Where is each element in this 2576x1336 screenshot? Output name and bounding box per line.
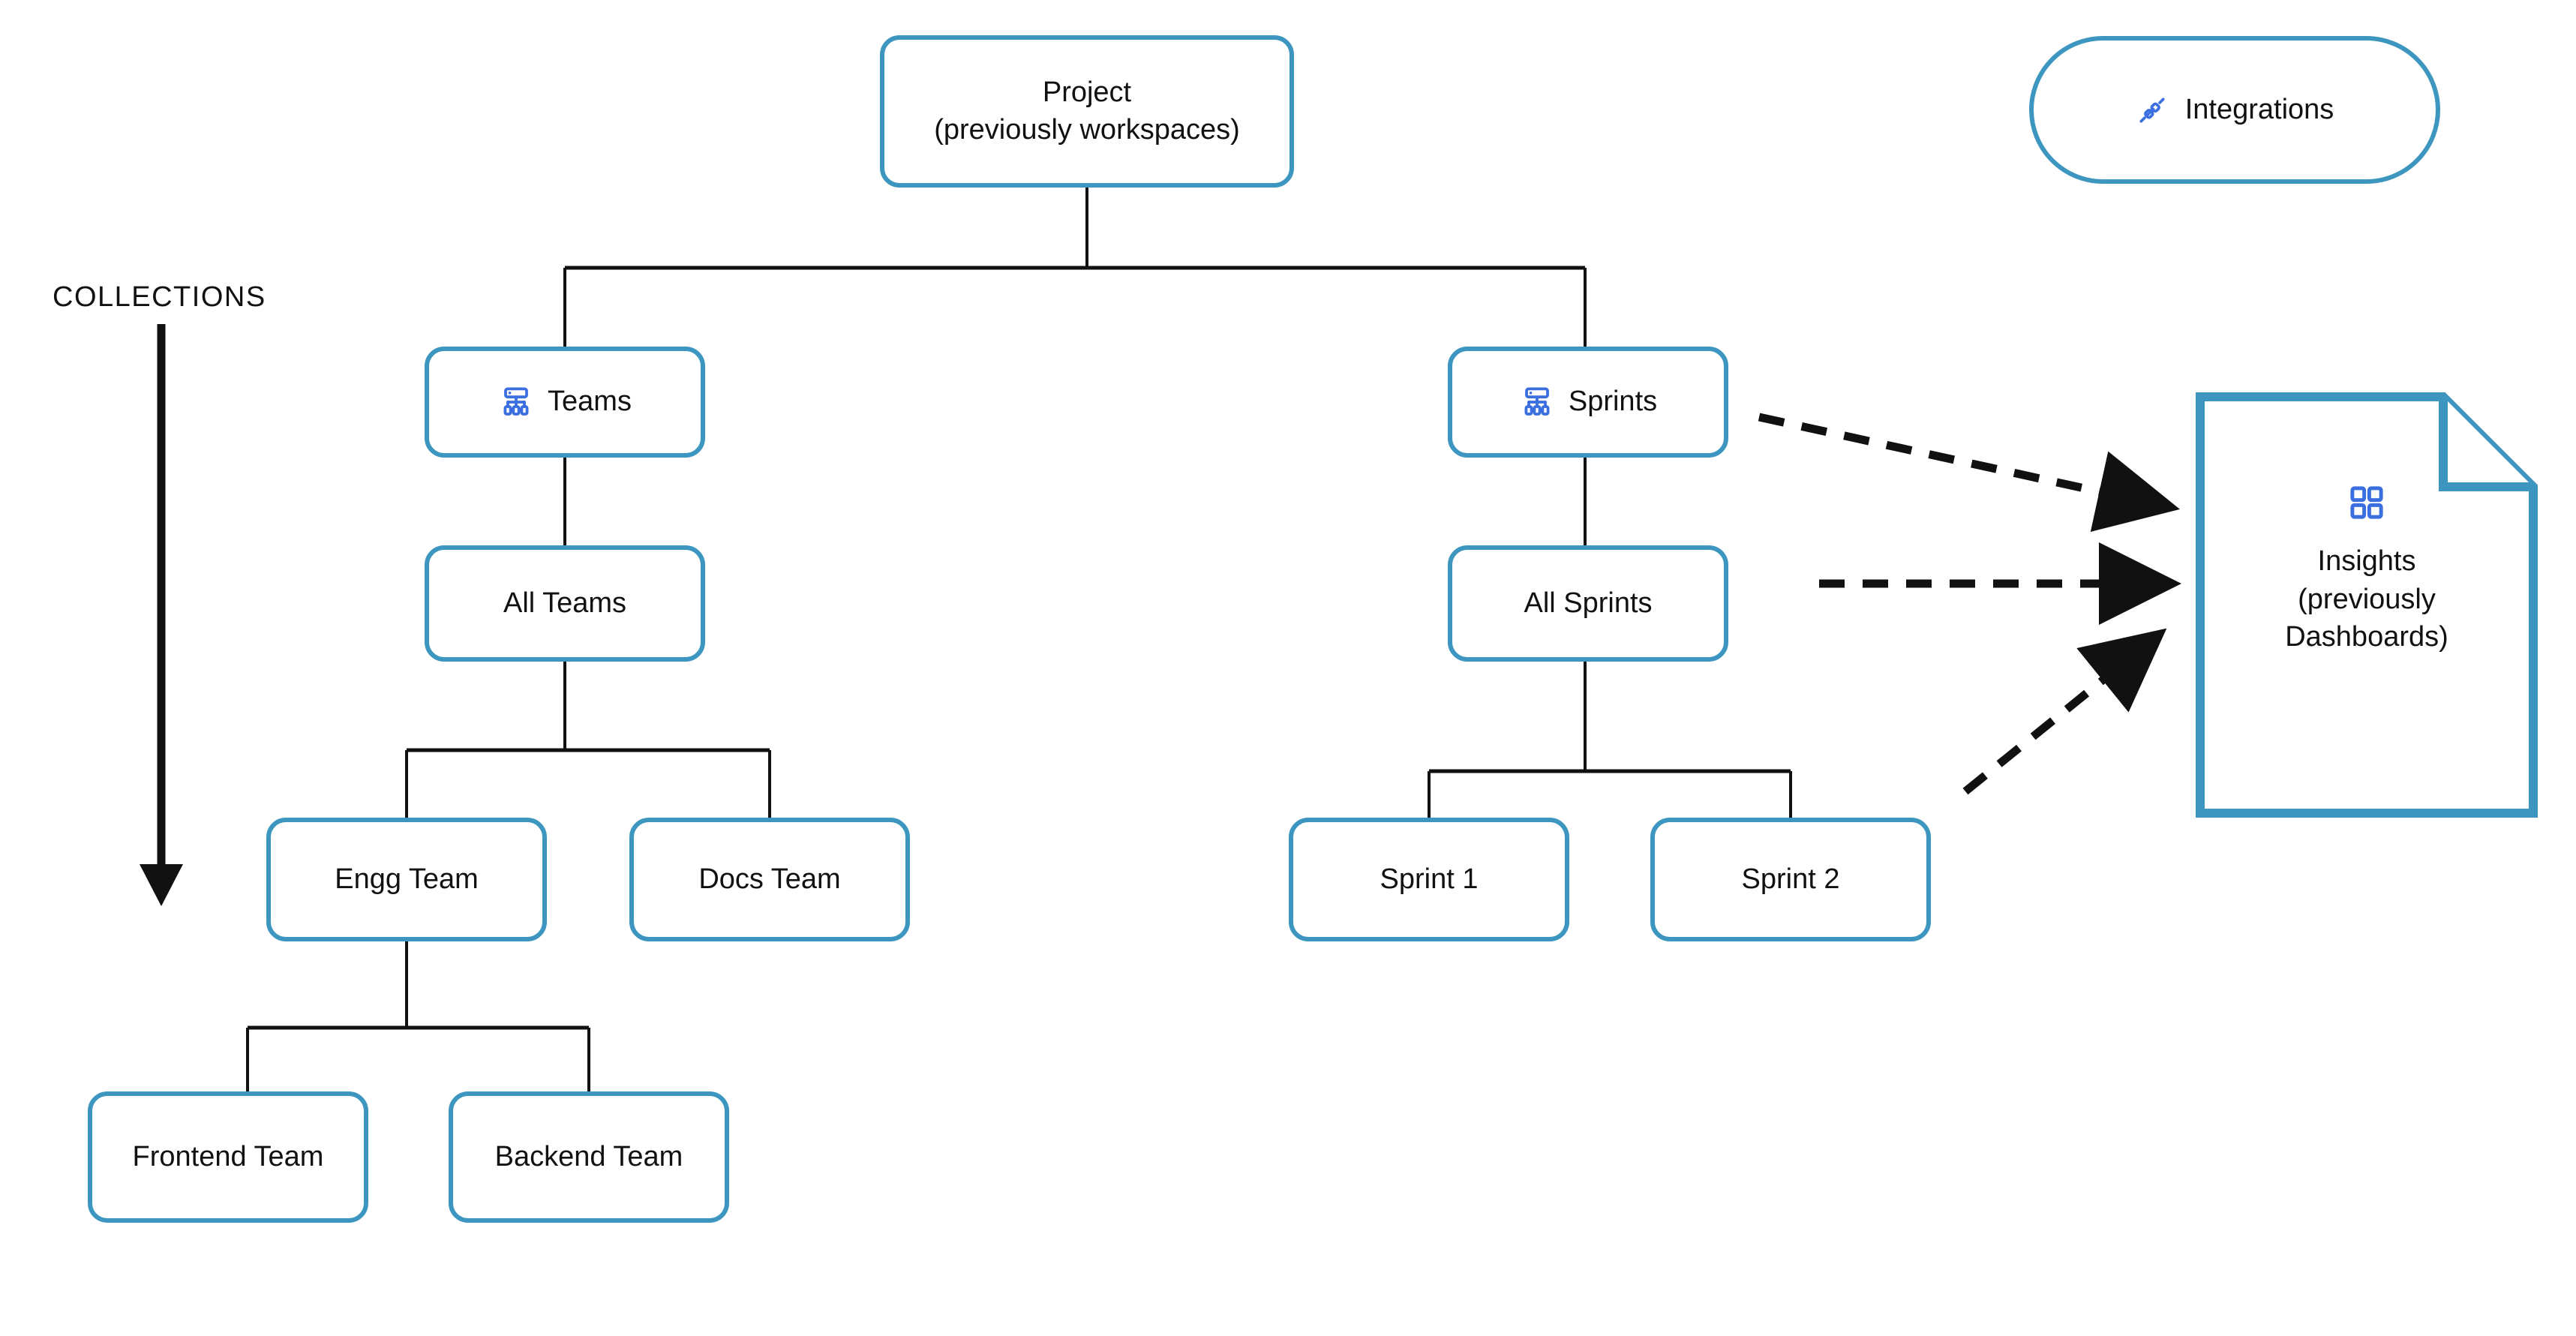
node-engg-team-label: Engg Team (335, 863, 479, 895)
hierarchy-icon (1519, 384, 1555, 420)
hierarchy-icon (498, 384, 534, 420)
node-all-teams[interactable]: All Teams (425, 545, 705, 662)
integrations-pill[interactable]: Integrations (2029, 36, 2440, 184)
node-all-teams-label: All Teams (503, 587, 627, 619)
node-sprints[interactable]: Sprints (1448, 347, 1728, 458)
node-sprint-1[interactable]: Sprint 1 (1289, 818, 1569, 941)
node-sprint-2[interactable]: Sprint 2 (1650, 818, 1931, 941)
node-backend-team-label: Backend Team (494, 1140, 683, 1172)
integrations-label: Integrations (2184, 94, 2334, 125)
node-teams[interactable]: Teams (425, 347, 705, 458)
node-docs-team-label: Docs Team (698, 863, 841, 895)
node-insights-label: Insights (previously Dashboards) (2285, 545, 2448, 653)
node-engg-team[interactable]: Engg Team (266, 818, 547, 941)
node-project-label: Project (previously workspaces) (934, 77, 1240, 146)
node-teams-label: Teams (548, 386, 632, 418)
node-project[interactable]: Project (previously workspaces) (880, 35, 1294, 188)
node-backend-team[interactable]: Backend Team (449, 1091, 729, 1223)
node-sprint-1-label: Sprint 1 (1380, 863, 1479, 895)
node-frontend-team-label: Frontend Team (132, 1140, 324, 1172)
dashboard-grid-icon (2346, 482, 2387, 523)
node-sprint-2-label: Sprint 2 (1741, 863, 1840, 895)
node-sprints-label: Sprints (1568, 386, 1658, 418)
document-folded-corner-shape (2196, 392, 2538, 818)
node-insights[interactable]: Insights (previously Dashboards) (2196, 392, 2538, 818)
collections-label: COLLECTIONS (53, 281, 266, 313)
node-all-sprints-label: All Sprints (1524, 587, 1653, 619)
node-frontend-team[interactable]: Frontend Team (88, 1091, 368, 1223)
plug-connection-icon (2136, 94, 2169, 127)
node-docs-team[interactable]: Docs Team (629, 818, 910, 941)
node-all-sprints[interactable]: All Sprints (1448, 545, 1728, 662)
